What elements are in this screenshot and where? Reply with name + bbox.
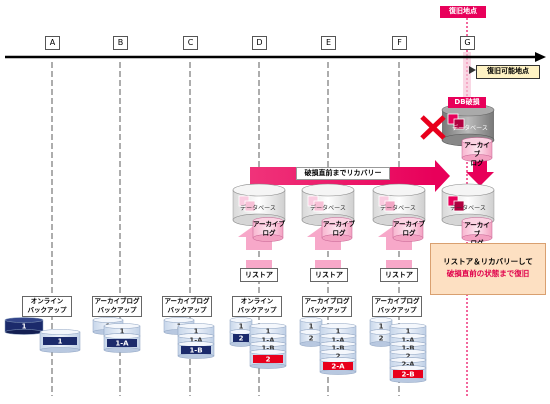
tape-e-7: 2-A: [319, 357, 357, 375]
point-e-label: E: [321, 36, 336, 50]
tape-f-8: 2-B: [389, 365, 427, 383]
tape-c-4: 1-B: [177, 341, 215, 359]
archive-log-label-d: アーカイブ ログ: [252, 220, 286, 237]
archive-log-label-g-damaged: アーカイブ ログ: [464, 141, 490, 167]
backup-label-c: アーカイブログ バックアップ: [162, 296, 212, 317]
backup-label-f: アーカイブログ バックアップ: [372, 296, 422, 317]
tape-a-1: 1: [4, 317, 44, 335]
backup-label-a: オンライン バックアップ: [22, 296, 72, 317]
recovered-database: [441, 183, 495, 242]
tape-f-6-label: 2: [406, 353, 411, 361]
damaged-database: [420, 103, 495, 162]
tape-a-1-label: 1: [22, 323, 27, 331]
tape-f-1-label: 1: [379, 323, 384, 331]
tape-c-4-label: 1-B: [189, 347, 202, 355]
restored-db-e: [301, 183, 355, 242]
restore-label-d: リストア: [240, 268, 278, 282]
tape-e-5-label: 1-B: [331, 345, 344, 353]
tape-e-6-label: 2: [336, 353, 341, 361]
point-d-label: D: [252, 36, 267, 50]
backup-label-e: アーカイブログ バックアップ: [302, 296, 352, 317]
tape-f-3-label: 1: [406, 328, 411, 336]
tape-b-3-label: 1-A: [115, 340, 129, 348]
tape-d-1-label: 1: [239, 323, 244, 331]
db-damaged-label: DB破損: [448, 97, 486, 108]
tape-e-2: 2: [299, 329, 323, 347]
db-label-f: データベース: [380, 205, 416, 212]
tape-d-2: 2: [229, 329, 253, 347]
tape-a-2-label: 1: [58, 338, 63, 346]
archive-log-label-f: アーカイブ ログ: [392, 220, 426, 237]
recovery-note-line1: リストア＆リカバリーして: [443, 257, 533, 266]
tape-f-2-label: 2: [379, 335, 384, 343]
restored-db-d: [232, 183, 286, 242]
restore-label-f: リストア: [380, 268, 418, 282]
tape-f-2: 2: [369, 329, 393, 347]
tape-d-6-label: 2: [266, 356, 271, 364]
archive-log-label-e: アーカイブ ログ: [322, 220, 356, 237]
recovery-arrow-label: 破損直前までリカバリー: [296, 167, 390, 180]
db-label-g-damaged: データベース: [452, 125, 488, 132]
tape-f-5-label: 1-B: [401, 345, 414, 353]
tape-c-3-label: 1-A: [189, 337, 203, 345]
tape-d-3-label: 1: [266, 328, 271, 336]
recovery-band: [463, 52, 471, 100]
tape-e-7-label: 2-A: [331, 363, 345, 371]
recoverable-pointer: [469, 66, 476, 74]
recovery-note-line2: 破損直前の状態まで復旧: [446, 269, 530, 278]
point-g-label: G: [460, 36, 475, 50]
backup-label-d: オンライン バックアップ: [232, 296, 282, 317]
point-c-label: C: [183, 36, 198, 50]
recovery-note: リストア＆リカバリーして 破損直前の状態まで復旧: [430, 243, 546, 295]
tape-c-2-label: 1: [194, 328, 199, 336]
recoverable-point-label: 復旧可能地点: [476, 65, 540, 79]
tape-d-5-label: 1-B: [261, 345, 274, 353]
recovery-point-label: 復旧地点: [440, 6, 486, 18]
point-f-label: F: [392, 36, 407, 50]
point-b-label: B: [113, 36, 128, 50]
backup-label-b: アーカイブログ バックアップ: [92, 296, 142, 317]
backup-tapes: 11111-A111-A1-B1211-A1-B21211-A1-B22-A12…: [4, 317, 427, 383]
tape-a-2: 1: [39, 329, 81, 353]
restore-label-e: リストア: [310, 268, 348, 282]
db-label-g-recovered: データベース: [450, 205, 486, 212]
tape-e-3-label: 1: [336, 328, 341, 336]
tape-f-7-label: 2-A: [401, 361, 415, 369]
point-a-label: A: [45, 36, 60, 50]
tape-e-2-label: 2: [309, 335, 314, 343]
tape-b-2-label: 1: [120, 328, 125, 336]
restored-databases: [232, 183, 426, 242]
tape-e-4-label: 1-A: [331, 337, 345, 345]
db-label-d: データベース: [240, 205, 276, 212]
restored-db-f: [372, 183, 426, 242]
timeline-arrowhead: [535, 52, 546, 62]
tape-d-4-label: 1-A: [261, 337, 275, 345]
tape-e-1-label: 1: [309, 323, 314, 331]
tape-f-4-label: 1-A: [401, 337, 415, 345]
tape-d-6: 2: [249, 349, 287, 369]
tape-d-2-label: 2: [239, 335, 244, 343]
tape-f-8-label: 2-B: [401, 371, 414, 379]
db-label-e: データベース: [310, 205, 346, 212]
tape-b-3: 1-A: [103, 333, 141, 353]
down-arrow-to-restored: [466, 157, 494, 186]
